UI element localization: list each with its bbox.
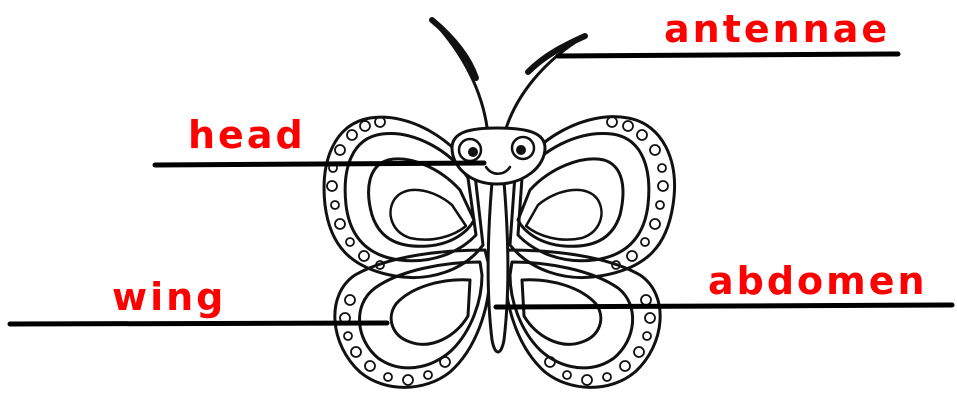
- butterfly-body: [488, 182, 508, 352]
- butterfly-antennae: [432, 20, 585, 135]
- antennae-leader-line: [558, 54, 898, 56]
- butterfly-head: [452, 128, 545, 184]
- antennae-label: antennae: [664, 10, 890, 48]
- wing-label: wing: [112, 278, 226, 316]
- abdomen-label: abdomen: [708, 262, 928, 300]
- head-leader-line: [155, 163, 484, 165]
- butterfly-illustration: [324, 20, 674, 387]
- abdomen-leader-line: [496, 305, 952, 307]
- head-label: head: [188, 116, 306, 154]
- lower-right-wing: [505, 250, 660, 387]
- wing-leader-line: [10, 323, 387, 324]
- lower-left-wing: [335, 250, 490, 387]
